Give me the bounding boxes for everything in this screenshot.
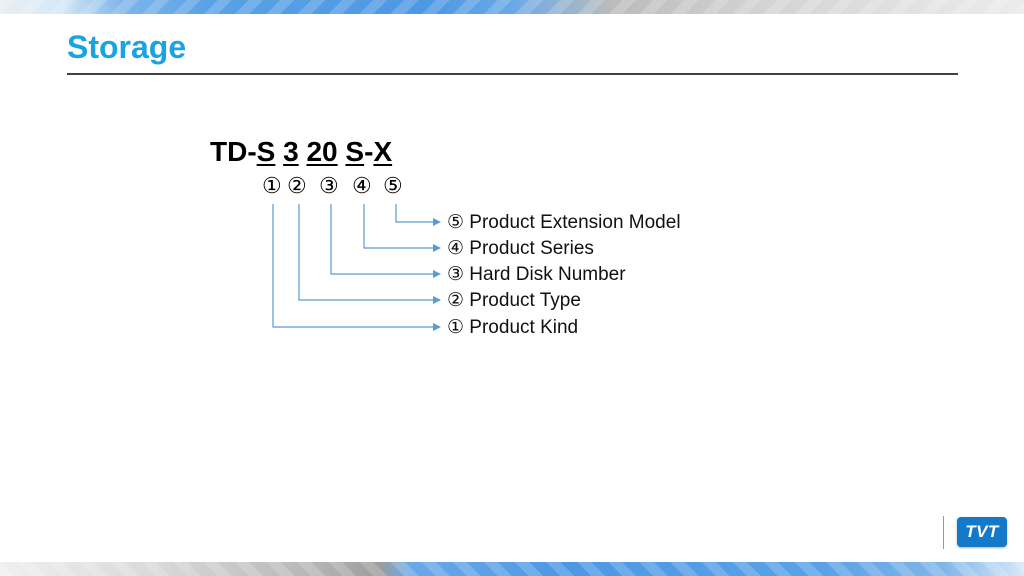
label-hard-disk-number: ③ Hard Disk Number (447, 264, 626, 285)
model-part-1: S (256, 136, 276, 167)
page-title: Storage (67, 29, 187, 65)
model-code: TD-S 3 20 S-X (210, 136, 392, 168)
bottom-decorative-band (0, 562, 1024, 576)
logo-divider (943, 516, 944, 549)
connector-3 (330, 204, 441, 278)
marker-5: ⑤ (383, 173, 403, 198)
label-product-series: ④ Product Series (447, 238, 594, 259)
connector-4 (363, 204, 441, 252)
model-part-4: S (345, 136, 365, 167)
model-prefix: TD- (210, 136, 257, 167)
model-dash: - (364, 136, 374, 167)
marker-2: ② (287, 173, 307, 198)
label-product-extension-model: ⑤ Product Extension Model (447, 212, 681, 233)
connector-1 (272, 204, 441, 331)
title-divider (67, 73, 958, 75)
marker-1: ① (262, 173, 282, 198)
connector-5 (395, 204, 441, 226)
label-product-type: ② Product Type (447, 290, 581, 311)
marker-4: ④ (352, 173, 372, 198)
model-part-5: X (373, 136, 393, 167)
marker-3: ③ (319, 173, 339, 198)
connector-2 (298, 204, 441, 304)
model-part-2: 3 (283, 136, 299, 167)
model-part-3: 20 (306, 136, 338, 167)
label-product-kind: ① Product Kind (447, 317, 579, 338)
top-decorative-band (0, 0, 1024, 14)
tvt-logo: TVT (957, 517, 1007, 547)
